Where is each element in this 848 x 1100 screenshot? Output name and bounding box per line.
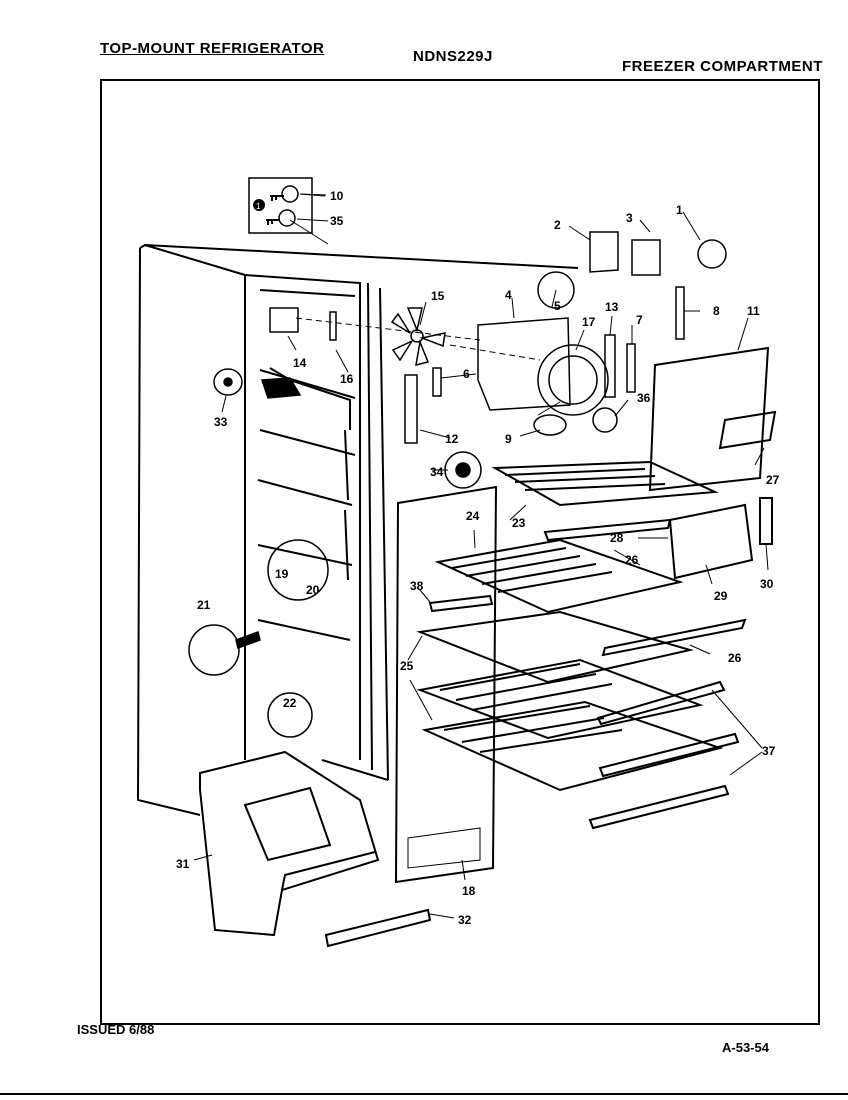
part-label: 2 (554, 218, 561, 232)
part-label: 27 (766, 473, 780, 487)
part-label: 20 (306, 583, 320, 597)
header-section-title: FREEZER COMPARTMENT (622, 58, 823, 75)
part-label: 23 (512, 516, 526, 530)
part-label: 21 (197, 598, 211, 612)
part-label: 32 (458, 913, 472, 927)
part-label: 34 (430, 465, 444, 479)
freezer-shelves (416, 460, 747, 830)
cabinet-hardware (188, 307, 337, 738)
part-label: 29 (714, 589, 728, 603)
part-label: 17 (582, 315, 596, 329)
part-label: 19 (275, 567, 289, 581)
leader-lines (193, 193, 769, 919)
part-label: 31 (176, 857, 190, 871)
assembly-guide-lines (295, 317, 541, 361)
part-label: 7 (636, 313, 643, 327)
part-label: 18 (462, 884, 476, 898)
legend-marker-label: 1 (256, 202, 261, 211)
part-label: 38 (410, 579, 424, 593)
fan-motor-assembly (390, 231, 727, 489)
part-label: 28 (610, 531, 624, 545)
header-model-number: NDNS229J (413, 48, 493, 65)
part-label: 10 (330, 189, 344, 203)
part-label: 6 (463, 367, 470, 381)
part-label: 24 (466, 509, 480, 523)
page-code: A-53-54 (722, 1040, 769, 1055)
part-label: 26 (728, 651, 742, 665)
part-label: 9 (505, 432, 512, 446)
part-label: 16 (340, 372, 354, 386)
part-label: 12 (445, 432, 459, 446)
part-number-labels: 1 2 3 4 5 6 7 8 9 10 11 12 13 14 15 16 1… (176, 189, 780, 927)
header-product-title: TOP-MOUNT REFRIGERATOR (100, 40, 325, 57)
diagram-frame (100, 79, 820, 1025)
part-label: 1 (676, 203, 683, 217)
cabinet-body (136, 243, 579, 816)
part-label: 37 (762, 744, 776, 758)
part-label: 5 (554, 299, 561, 313)
part-label: 4 (505, 288, 512, 302)
part-label: 30 (760, 577, 774, 591)
rear-panel-assembly (648, 346, 777, 580)
part-label: 3 (626, 211, 633, 225)
part-label: 25 (400, 659, 414, 673)
door-bin-and-trim (199, 750, 432, 948)
bottom-rule (0, 1093, 848, 1095)
part-label: 26 (625, 553, 639, 567)
part-label: 8 (713, 304, 720, 318)
part-label: 33 (214, 415, 228, 429)
part-label: 36 (637, 391, 651, 405)
part-label: 15 (431, 289, 445, 303)
part-label: 13 (605, 300, 619, 314)
issued-date: ISSUED 6/88 (77, 1022, 155, 1037)
part-label: 35 (330, 214, 344, 228)
legend-box: 1 (248, 177, 329, 234)
part-label: 14 (293, 356, 307, 370)
evaporator-cover-panel (394, 485, 498, 884)
part-label: 11 (747, 304, 760, 318)
part-label: 22 (283, 696, 297, 710)
